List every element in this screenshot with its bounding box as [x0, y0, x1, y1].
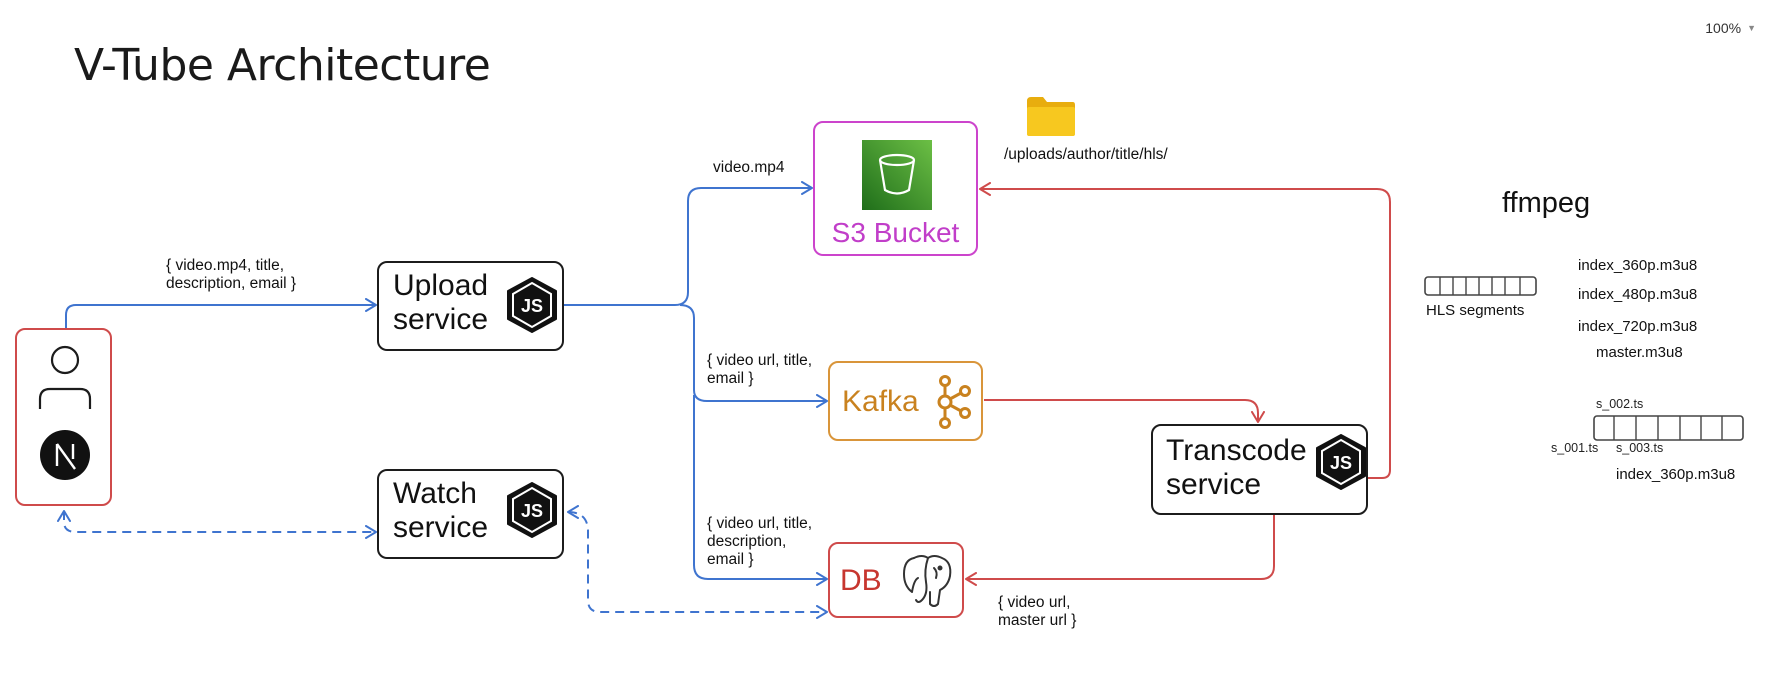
playlist-master: master.m3u8 — [1596, 344, 1683, 361]
svg-text:JS: JS — [521, 501, 543, 521]
arrow-client-watch — [57, 510, 377, 539]
page-title: V-Tube Architecture — [74, 40, 491, 91]
arrow-transcode-to-s3 — [979, 182, 1391, 479]
ffmpeg-title: ffmpeg — [1502, 187, 1591, 219]
kafka-icon — [937, 375, 971, 429]
segment-playlist-label: index_360p.m3u8 — [1616, 466, 1736, 483]
playlist-360p: index_360p.m3u8 — [1578, 257, 1698, 274]
arrow-client-to-upload — [65, 298, 377, 330]
client-upload-payload-label: { video.mp4, title,description, email } — [166, 257, 297, 292]
upload-db-payload-label: { video url, title,description,email } — [707, 515, 813, 568]
s3-path-label: /uploads/author/title/hls/ — [1004, 146, 1168, 163]
nodejs-icon: JS — [1316, 434, 1366, 490]
arrow-transcode-to-db — [965, 515, 1275, 586]
kafka-label: Kafka — [842, 385, 919, 418]
arrow-upload-to-kafka — [679, 304, 828, 408]
segment-label-s002: s_002.ts — [1596, 397, 1644, 411]
s3-bucket-label: S3 Bucket — [831, 217, 960, 248]
zoom-control[interactable]: 100% ▼ — [1705, 20, 1756, 36]
arrow-kafka-to-transcode — [984, 399, 1265, 423]
svg-text:JS: JS — [521, 296, 543, 316]
transcode-db-payload-label: { video url,master url } — [998, 594, 1077, 629]
folder-icon — [1027, 97, 1075, 136]
s3-bucket-box[interactable]: S3 Bucket — [813, 121, 978, 256]
svg-text:JS: JS — [1330, 453, 1352, 473]
upload-s3-payload-label: video.mp4 — [713, 159, 785, 176]
playlist-480p: index_480p.m3u8 — [1578, 286, 1698, 303]
chevron-down-icon: ▼ — [1747, 23, 1756, 33]
nextjs-icon — [40, 430, 90, 480]
arrow-upload-to-s3 — [564, 181, 813, 306]
kafka-box[interactable]: Kafka — [828, 361, 983, 441]
s3-bucket-icon — [862, 140, 932, 210]
db-box[interactable]: DB — [828, 542, 964, 618]
db-label: DB — [840, 564, 882, 597]
nodejs-icon: JS — [507, 277, 557, 333]
playlist-720p: index_720p.m3u8 — [1578, 318, 1698, 335]
nodejs-icon: JS — [507, 482, 557, 538]
hls-segments-strip — [1424, 276, 1537, 296]
segment-label-s003: s_003.ts — [1616, 441, 1664, 455]
user-icon — [38, 345, 92, 409]
client-box[interactable] — [15, 328, 112, 506]
zoom-level: 100% — [1705, 20, 1742, 36]
upload-kafka-payload-label: { video url, title,email } — [707, 352, 813, 387]
ts-segments-strip — [1593, 415, 1744, 441]
segment-label-s001: s_001.ts — [1551, 441, 1599, 455]
hls-segments-label: HLS segments — [1426, 302, 1525, 319]
postgres-elephant-icon — [903, 555, 952, 607]
